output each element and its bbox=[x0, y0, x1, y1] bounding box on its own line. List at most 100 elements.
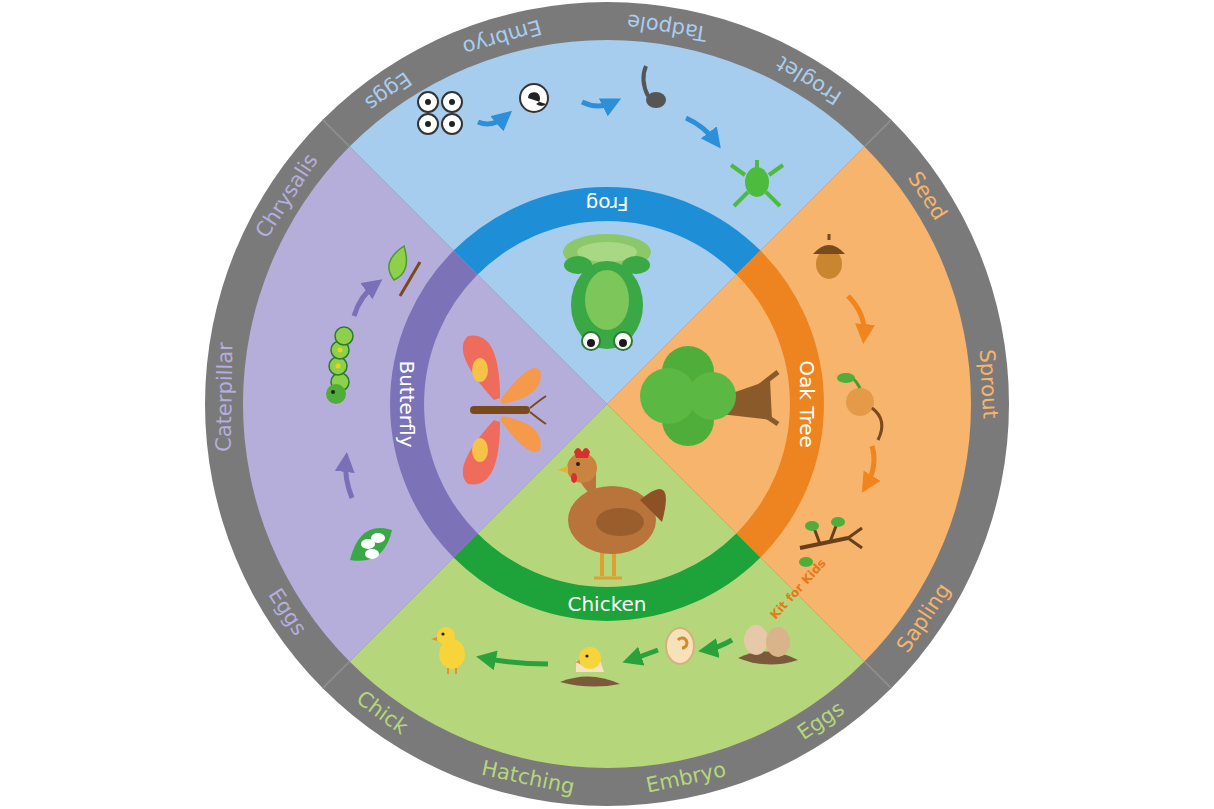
butterfly-stages-part bbox=[326, 384, 346, 404]
oak-tree-illustration-part bbox=[640, 368, 696, 424]
butterfly-illustration-part bbox=[500, 416, 541, 452]
sectors bbox=[243, 40, 971, 768]
ring-dividers-part bbox=[323, 661, 350, 688]
chicken-arrows bbox=[484, 640, 732, 664]
oak-tree-illustration bbox=[640, 346, 778, 446]
band-title: Butterfly bbox=[397, 360, 417, 447]
chicken-stages-part bbox=[766, 627, 790, 657]
frog-arrows bbox=[478, 102, 716, 142]
butterfly-illustration-part bbox=[463, 336, 500, 400]
band-title: Frog bbox=[586, 194, 629, 214]
frog-stages-part bbox=[418, 92, 438, 112]
frog-stages-part bbox=[425, 99, 431, 105]
chicken-stages bbox=[431, 625, 798, 687]
frog-arrows-part bbox=[686, 118, 716, 142]
band-title: Chicken bbox=[567, 594, 646, 614]
outer-ring-part bbox=[205, 2, 1009, 806]
oak-tree-illustration-part bbox=[688, 372, 736, 420]
frog-stages-part bbox=[418, 114, 438, 134]
butterfly-stages-part bbox=[350, 528, 392, 561]
oak-stages-part bbox=[813, 245, 845, 254]
frog-illustration-part bbox=[587, 339, 595, 347]
oak-stages-part bbox=[805, 521, 819, 531]
frog-stages-part bbox=[449, 99, 455, 105]
hen-illustration-part bbox=[640, 489, 666, 522]
butterfly-illustration-part bbox=[472, 358, 488, 382]
chicken-stages-part bbox=[666, 628, 694, 664]
frog-stages-part bbox=[449, 121, 455, 127]
butterfly-stages-part bbox=[331, 390, 335, 394]
butterfly-illustration-part bbox=[463, 420, 500, 484]
butterfly-stages-part bbox=[371, 533, 385, 543]
butterfly-stages-part bbox=[389, 246, 407, 280]
oak-stages-part bbox=[814, 526, 862, 548]
frog-illustration-part bbox=[585, 270, 629, 330]
frog-stages-part bbox=[755, 160, 759, 168]
hen-illustration-part bbox=[596, 508, 644, 536]
frog-stages-part bbox=[643, 66, 648, 96]
oak-tree-illustration-part bbox=[760, 372, 778, 424]
frog-stages bbox=[418, 66, 783, 206]
life-cycle-band: Oak Tree bbox=[797, 360, 817, 448]
chicken-stages-part bbox=[744, 625, 768, 655]
butterfly-stages-part bbox=[335, 327, 353, 345]
butterfly-arrows-part bbox=[346, 460, 352, 498]
band-title: Oak Tree bbox=[797, 360, 817, 448]
hen-illustration-part bbox=[571, 473, 577, 483]
stage-label: Caterpillar bbox=[214, 342, 237, 452]
hen-illustration bbox=[558, 448, 666, 578]
frog-arrows-part bbox=[582, 102, 614, 106]
frog-illustration-part bbox=[614, 332, 632, 350]
frog-stages-part bbox=[520, 84, 548, 112]
hen-illustration-part bbox=[568, 486, 656, 554]
chicken-stages-part bbox=[431, 637, 437, 641]
frog-illustration-part bbox=[582, 332, 600, 350]
stage-label: Sprout bbox=[976, 349, 1001, 419]
butterfly-illustration bbox=[463, 336, 546, 485]
life-cycle-band: Chicken bbox=[567, 594, 646, 614]
chicken-stages-part bbox=[437, 627, 455, 645]
frog-stages-part bbox=[442, 114, 462, 134]
butterfly-stages-part bbox=[329, 357, 347, 375]
butterfly-arrows bbox=[346, 284, 376, 498]
ring-dividers bbox=[323, 120, 892, 689]
frog-stages-part bbox=[731, 165, 783, 206]
ring-dividers-part bbox=[864, 661, 891, 688]
butterfly-stages-part bbox=[329, 327, 353, 391]
chicken-stages-part bbox=[738, 651, 798, 664]
hen-illustration-part bbox=[558, 466, 568, 473]
frog-stages-part bbox=[442, 92, 462, 112]
frog-illustration-part bbox=[571, 261, 643, 349]
oak-stages-part bbox=[800, 538, 848, 548]
chicken-stages-part bbox=[560, 676, 620, 686]
chicken-stages-part bbox=[678, 638, 687, 648]
outer-ring bbox=[205, 2, 1009, 806]
oak-stages-part bbox=[837, 373, 855, 383]
frog-illustration bbox=[563, 234, 651, 350]
butterfly-stages bbox=[326, 246, 420, 561]
frog-illustration-part bbox=[619, 339, 627, 347]
chicken-stages-part bbox=[575, 660, 580, 664]
oak-arrows-part bbox=[866, 446, 874, 486]
frog-stages-part bbox=[745, 167, 769, 197]
life-cycle-band: Frog bbox=[586, 194, 629, 214]
butterfly-illustration-part bbox=[472, 438, 488, 462]
butterfly-stages-part bbox=[365, 549, 379, 559]
frog-arrows-part bbox=[478, 116, 506, 124]
frog-stages-part bbox=[425, 121, 431, 127]
oak-stages-part bbox=[846, 388, 874, 416]
oak-stages-part bbox=[831, 517, 845, 527]
butterfly-illustration-part bbox=[530, 396, 546, 424]
oak-stages-part bbox=[872, 408, 882, 440]
oak-arrows-part bbox=[848, 296, 864, 336]
butterfly-stages-part bbox=[336, 364, 341, 369]
frog-stages-part bbox=[528, 92, 546, 106]
life-cycle-band: Butterfly bbox=[397, 360, 417, 447]
hen-illustration-part bbox=[576, 462, 580, 466]
butterfly-stages-part bbox=[338, 348, 343, 353]
chicken-arrows-part bbox=[630, 650, 658, 660]
butterfly-arrows-part bbox=[354, 284, 376, 316]
chicken-stages-part bbox=[579, 647, 601, 669]
